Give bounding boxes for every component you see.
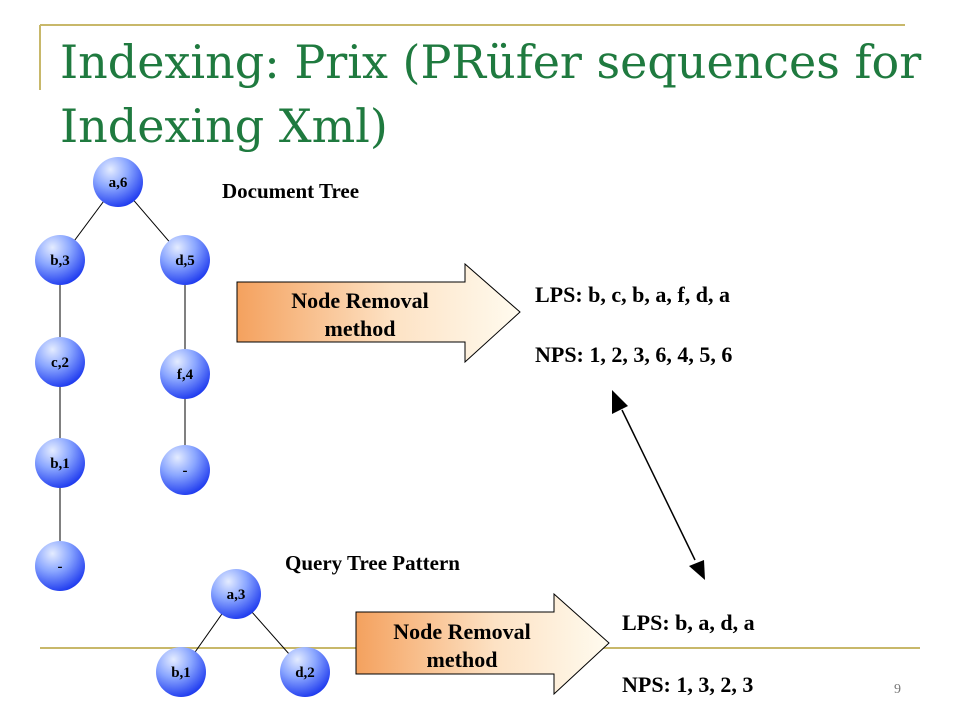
tree-node: - — [160, 445, 210, 495]
document-lps: LPS: b, c, b, a, f, d, a — [535, 282, 730, 307]
node-label: f,4 — [177, 367, 194, 383]
tree-node: - — [35, 541, 85, 591]
query-lps: LPS: b, a, d, a — [622, 610, 755, 635]
query-tree-caption: Query Tree Pattern — [285, 551, 460, 575]
slide-number: 9 — [894, 682, 901, 697]
node-label: - — [58, 559, 63, 575]
node-label: - — [183, 463, 188, 479]
node-label: b,1 — [50, 456, 70, 472]
node-label: d,2 — [295, 665, 315, 681]
node-label: b,1 — [171, 665, 191, 681]
tree-node: c,2 — [35, 337, 85, 387]
arrow-label: method — [325, 316, 396, 341]
tree-node: b,1 — [156, 647, 206, 697]
node-label: a,6 — [109, 175, 128, 191]
document-tree: a,6 b,3 d,5 c,2 f,4 b,1 — [35, 157, 210, 591]
tree-node: f,4 — [160, 349, 210, 399]
arrow-label: Node Removal — [393, 619, 530, 644]
query-node-removal-arrow: Node Removal method — [355, 592, 610, 696]
node-label: d,5 — [175, 253, 195, 269]
document-nps: NPS: 1, 2, 3, 6, 4, 5, 6 — [535, 342, 732, 367]
tree-node: d,2 — [280, 647, 330, 697]
tree-node: d,5 — [160, 235, 210, 285]
tree-node: b,1 — [35, 438, 85, 488]
node-label: b,3 — [50, 253, 70, 269]
node-label: c,2 — [51, 355, 69, 371]
tree-node: a,6 — [93, 157, 143, 207]
tree-node: b,3 — [35, 235, 85, 285]
tree-node: a,3 — [211, 569, 261, 619]
node-label: a,3 — [227, 587, 246, 603]
document-tree-caption: Document Tree — [222, 179, 359, 203]
arrow-label: method — [427, 647, 498, 672]
slide-title: Indexing: Prix (PRüfer sequences for Ind… — [60, 35, 922, 153]
document-node-removal-arrow: Node Removal method — [236, 262, 521, 364]
double-headed-arrow — [612, 390, 705, 580]
query-tree: a,3 b,1 d,2 — [156, 569, 330, 697]
query-nps: NPS: 1, 3, 2, 3 — [622, 672, 753, 697]
arrow-label: Node Removal — [291, 288, 428, 313]
